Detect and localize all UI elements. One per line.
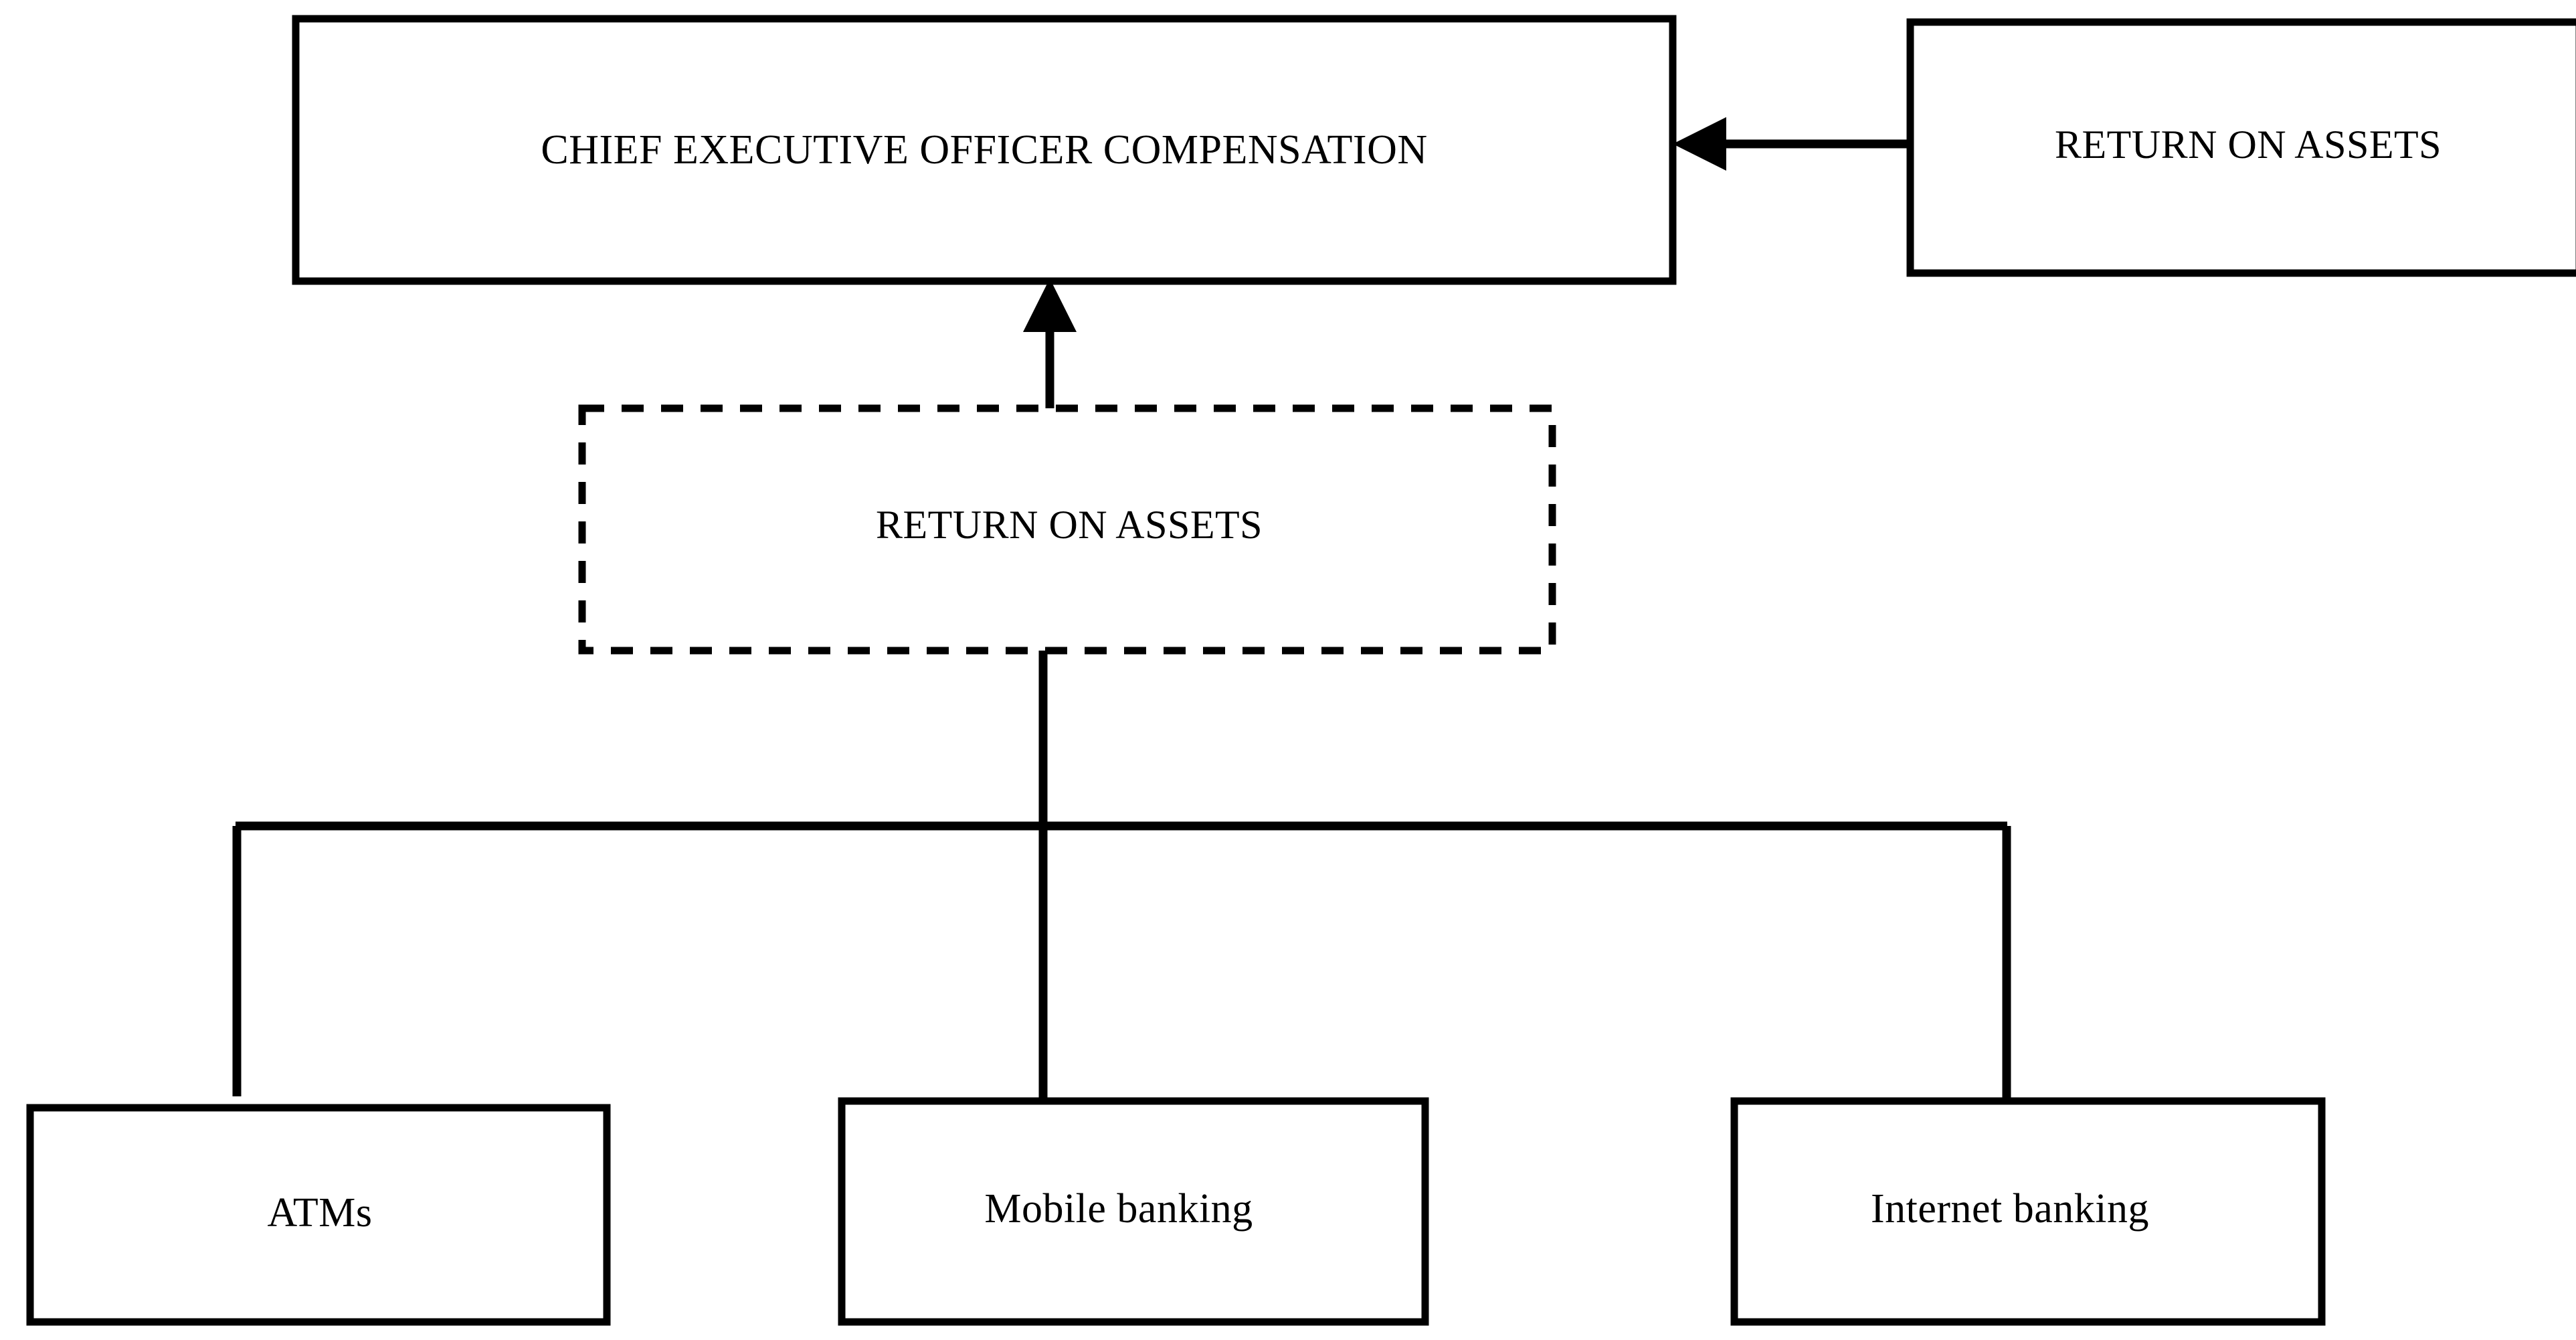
node-atms-label: ATMs <box>267 1190 372 1236</box>
node-return-on-assets-mediator-label: RETURN ON ASSETS <box>876 503 1263 547</box>
node-ceo-compensation[interactable]: CHIEF EXECUTIVE OFFICER COMPENSATION <box>292 15 1677 285</box>
node-mobile-banking-label: Mobile banking <box>984 1186 1253 1232</box>
node-ceo-compensation-label: CHIEF EXECUTIVE OFFICER COMPENSATION <box>541 127 1427 173</box>
node-internet-banking-label: Internet banking <box>1871 1186 2149 1232</box>
node-atms-box[interactable] <box>26 1104 611 1326</box>
node-return-on-assets-moderator-box[interactable] <box>1906 18 2576 277</box>
node-return-on-assets-moderator-label: RETURN ON ASSETS <box>2055 122 2442 167</box>
node-internet-banking[interactable]: Internet banking <box>1730 1097 2326 1326</box>
node-ceo-compensation-box[interactable] <box>292 15 1677 285</box>
arrowhead-left-icon <box>1673 117 1726 171</box>
node-internet-banking-box[interactable] <box>1730 1097 2326 1326</box>
node-return-on-assets-mediator[interactable]: RETURN ON ASSETS <box>578 404 1556 655</box>
node-atms[interactable]: ATMs <box>26 1104 611 1326</box>
node-return-on-assets-mediator-box[interactable] <box>578 404 1556 655</box>
node-mobile-banking[interactable]: Mobile banking <box>838 1097 1429 1326</box>
node-mobile-banking-box[interactable] <box>838 1097 1429 1326</box>
arrowhead-up-icon <box>1023 278 1077 332</box>
node-return-on-assets-moderator[interactable]: RETURN ON ASSETS <box>1906 18 2576 277</box>
